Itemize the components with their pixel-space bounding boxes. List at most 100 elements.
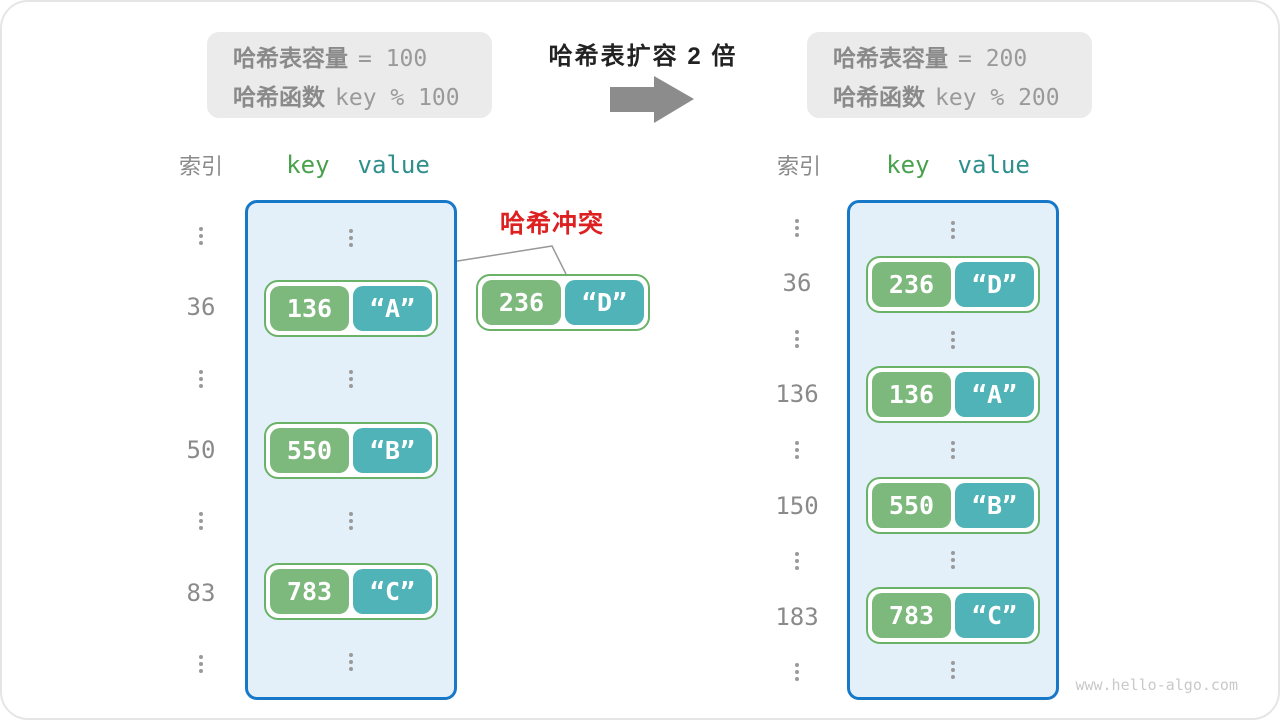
index-label: 136	[775, 380, 819, 409]
left-index-header: 索引	[178, 154, 224, 179]
right-index-header: 索引	[776, 154, 822, 179]
ellipsis-dots-icon	[199, 512, 203, 531]
table-row: 83	[169, 557, 233, 628]
left-value-header: value	[357, 151, 430, 179]
right-index-column: 36 136 150 183	[765, 200, 829, 700]
ellipsis-dots-icon	[349, 511, 353, 530]
value-pill: “D”	[955, 262, 1034, 308]
capacity-label: 哈希表容量	[233, 44, 348, 71]
hash-function-value: key % 100	[335, 84, 460, 111]
right-bucket-array: 236“D” 136“A” 550“B” 783“C”	[847, 200, 1059, 700]
table-row: 136	[765, 367, 829, 423]
hash-collision-label: 哈希冲突	[499, 210, 605, 238]
right-key-header: key	[886, 151, 930, 179]
ellipsis-dots-icon	[951, 661, 955, 680]
table-row	[248, 344, 454, 415]
ellipsis-dots-icon	[951, 551, 955, 570]
capacity-line: 哈希表容量 = 100	[233, 39, 492, 73]
value-pill: “D”	[565, 280, 644, 325]
capacity-line: 哈希表容量 = 200	[833, 39, 1092, 73]
table-row: 36	[765, 256, 829, 312]
table-row: 50	[169, 414, 233, 485]
table-row	[850, 644, 1056, 697]
index-label: 50	[186, 435, 216, 464]
left-key-header: key	[286, 151, 330, 179]
ellipsis-dots-icon	[951, 330, 955, 349]
value-pill: “A”	[353, 286, 432, 332]
expand-arrow-icon	[610, 76, 694, 123]
hash-function-line: 哈希函数 key % 100	[233, 78, 492, 112]
ellipsis-dots-icon	[951, 441, 955, 459]
transition-title: 哈希表扩容 2 倍	[548, 43, 738, 70]
index-label: 36	[186, 293, 216, 322]
index-label: 36	[782, 269, 812, 298]
table-row: 36	[169, 271, 233, 342]
key-value-pair: 236“D”	[476, 274, 650, 331]
table-row	[169, 629, 233, 700]
key-value-pair: 783“C”	[264, 562, 438, 620]
table-row: 150	[765, 478, 829, 534]
info-box-capacity-100: 哈希表容量 = 100 哈希函数 key % 100	[207, 32, 492, 118]
table-row	[765, 200, 829, 256]
key-value-pair: 550“B”	[866, 476, 1040, 534]
table-row: 550“B”	[248, 415, 454, 486]
ellipsis-dots-icon	[199, 655, 203, 674]
table-row: 550“B”	[850, 476, 1056, 534]
table-row	[169, 486, 233, 557]
ellipsis-dots-icon	[349, 229, 353, 248]
value-pill: “C”	[955, 592, 1034, 638]
hash-function-line: 哈希函数 key % 200	[833, 78, 1092, 112]
capacity-label: 哈希表容量	[833, 44, 948, 71]
hash-function-value: key % 200	[935, 84, 1060, 111]
index-label: 183	[775, 602, 819, 631]
ellipsis-dots-icon	[199, 226, 203, 245]
colliding-pair: 236“D”	[476, 274, 650, 331]
ellipsis-dots-icon	[199, 369, 203, 388]
value-pill: “A”	[955, 372, 1034, 418]
ellipsis-dots-icon	[349, 370, 353, 389]
key-pill: 136	[270, 286, 349, 332]
watermark: www.hello-algo.com	[1075, 676, 1238, 694]
table-row	[850, 534, 1056, 587]
value-pill: “B”	[353, 427, 432, 473]
left-index-column: 36 50 83	[169, 200, 233, 700]
ellipsis-dots-icon	[951, 220, 955, 239]
index-label: 150	[775, 491, 819, 520]
table-row	[248, 626, 454, 697]
table-row	[765, 645, 829, 701]
key-value-pair: 550“B”	[264, 421, 438, 479]
key-pill: 783	[270, 568, 349, 614]
left-bucket-array: 136“A” 550“B” 783“C”	[245, 200, 457, 700]
ellipsis-dots-icon	[795, 663, 799, 682]
capacity-value: = 200	[958, 45, 1028, 72]
index-label: 83	[186, 578, 216, 607]
table-row: 236“D”	[850, 256, 1056, 314]
table-row: 183	[765, 589, 829, 645]
ellipsis-dots-icon	[795, 441, 799, 460]
table-row	[850, 423, 1056, 476]
table-row	[169, 200, 233, 271]
key-pill: 783	[872, 592, 951, 638]
right-keyvalue-header: key value	[886, 150, 1030, 180]
key-value-pair: 136“A”	[866, 366, 1040, 424]
key-value-pair: 136“A”	[264, 280, 438, 338]
value-pill: “B”	[955, 482, 1034, 528]
key-value-pair: 783“C”	[866, 586, 1040, 644]
ellipsis-dots-icon	[349, 652, 353, 671]
table-row	[248, 203, 454, 274]
table-row: 783“C”	[248, 556, 454, 627]
table-row	[169, 343, 233, 414]
table-row: 136“A”	[248, 274, 454, 345]
ellipsis-dots-icon	[795, 218, 799, 237]
table-row	[850, 203, 1056, 256]
left-keyvalue-header: key value	[286, 150, 430, 180]
value-pill: “C”	[353, 568, 432, 614]
capacity-value: = 100	[358, 45, 428, 72]
hash-function-label: 哈希函数	[833, 83, 925, 110]
table-row	[248, 485, 454, 556]
key-pill: 550	[872, 482, 951, 528]
ellipsis-dots-icon	[795, 552, 799, 571]
table-row	[765, 311, 829, 367]
table-row	[850, 313, 1056, 366]
